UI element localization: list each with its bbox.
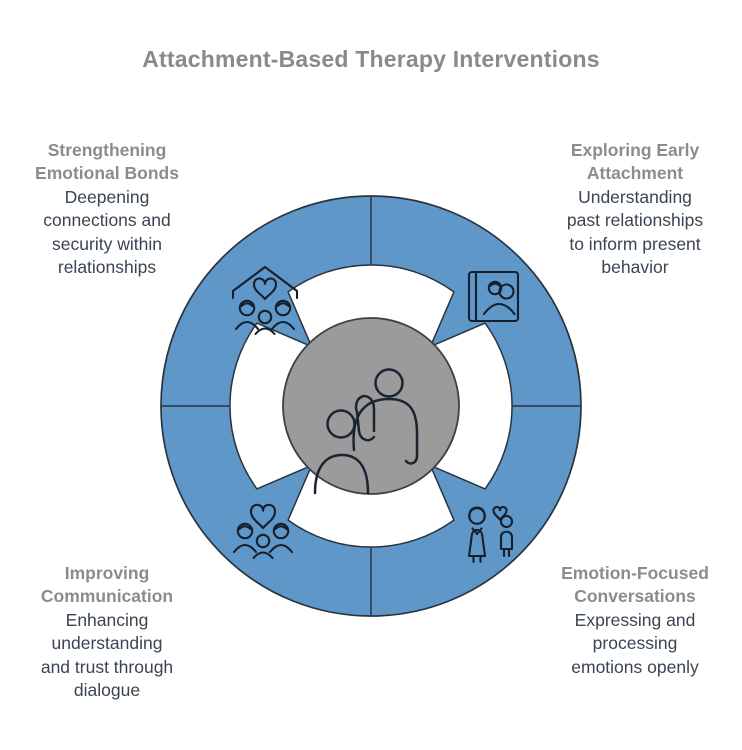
mother-child-icon [467, 505, 514, 564]
family-heart-icon [232, 503, 294, 560]
quadrant-text-top-left: Strengthening Emotional Bonds Deepening … [9, 139, 205, 279]
quadrant-description: Expressing and [574, 609, 696, 630]
center-hub [282, 317, 460, 495]
quadrant-heading: Emotional Bonds [35, 163, 179, 184]
quadrant-heading: Strengthening [47, 140, 167, 160]
parent-child-icon [313, 368, 419, 495]
quadrant-text-bottom-left: Improving Communication Enhancing unders… [9, 562, 205, 702]
quadrant-description: and trust through [40, 656, 174, 677]
quadrant-description: relationships [57, 257, 157, 278]
quadrant-description: processing [592, 633, 678, 654]
quadrant-description: emotions openly [571, 656, 699, 677]
quadrant-heading: Exploring Early [570, 140, 700, 160]
quadrant-heading: Attachment [586, 163, 684, 184]
quadrant-description: security within [52, 233, 162, 254]
page-title: Attachment-Based Therapy Interventions [142, 46, 600, 72]
quadrant-description: to inform present [569, 233, 701, 254]
photo-album-icon [467, 270, 520, 323]
quadrant-heading: Improving [64, 563, 150, 583]
quadrant-description: past relationships [566, 210, 704, 231]
quadrant-dividers [161, 196, 581, 616]
quadrant-description: behavior [601, 257, 669, 278]
quadrant-heading: Emotion-Focused [561, 563, 709, 583]
quadrant-heading: Conversations [574, 586, 696, 607]
quadrant-description: dialogue [73, 680, 141, 701]
quadrant-description: Enhancing [65, 609, 149, 630]
quadrant-description: Understanding [578, 186, 692, 207]
quadrant-description: understanding [51, 633, 163, 654]
quadrant-heading: Communication [40, 586, 174, 607]
quadrant-description: Deepening [64, 186, 150, 207]
quadrant-description: connections and [43, 210, 171, 231]
family-home-icon [231, 265, 299, 336]
quadrant-text-top-right: Exploring Early Attachment Understanding… [537, 139, 733, 279]
quadrant-text-bottom-right: Emotion-Focused Conversations Expressing… [537, 562, 733, 679]
